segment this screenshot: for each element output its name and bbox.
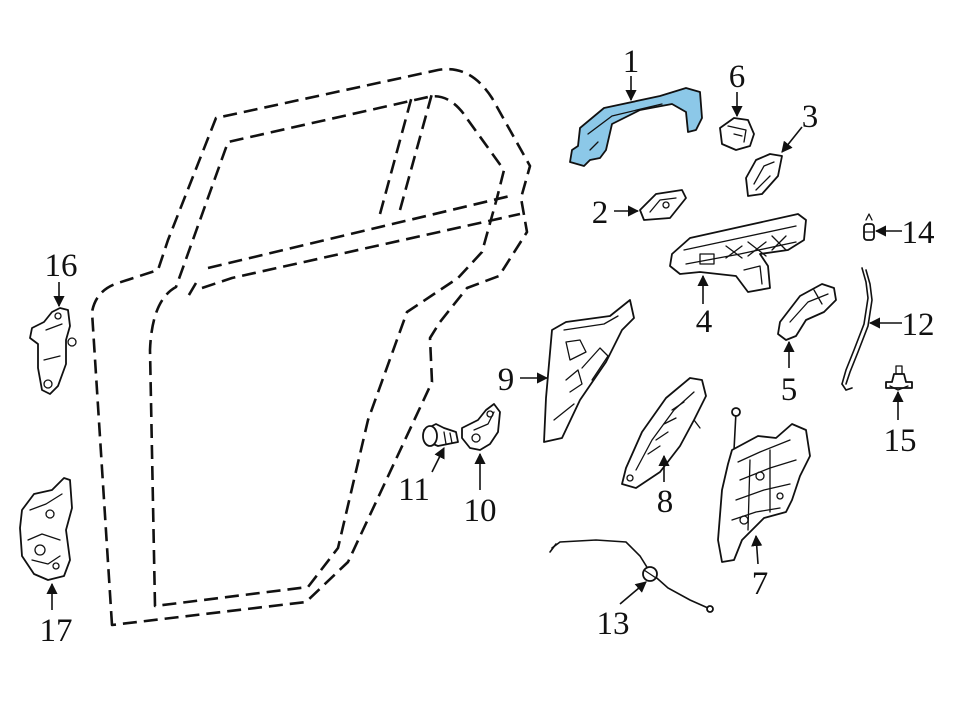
callout-3: 3	[802, 99, 819, 135]
callout-5: 5	[781, 372, 798, 408]
part-9-panel	[543, 299, 635, 443]
part-15-push-pin	[885, 365, 913, 391]
callout-6: 6	[729, 59, 746, 95]
part-5-bracket	[777, 283, 837, 341]
callout-4: 4	[696, 304, 713, 340]
door-outline	[90, 67, 532, 627]
handle-body	[569, 87, 703, 167]
part-10-hinge-bracket	[461, 403, 501, 451]
callout-17: 17	[40, 613, 73, 649]
part-7-lock-actuator	[717, 407, 811, 563]
part-16-upper-hinge	[29, 307, 77, 395]
callout-13: 13	[597, 606, 630, 642]
callout-14: 14	[902, 215, 935, 251]
callout-2: 2	[592, 195, 609, 231]
callout-16: 16	[45, 248, 78, 284]
part-8-inner-bracket	[621, 377, 707, 489]
callout-12: 12	[902, 307, 935, 343]
part-17-lower-hinge	[19, 477, 73, 581]
part-11-bolt	[422, 423, 459, 447]
callout-11: 11	[398, 472, 430, 508]
part-13-cable	[549, 539, 714, 613]
leader-13	[619, 581, 647, 605]
callout-labels: 1 2 3 4 5 6 7 8 9 10 11 12 13 14 15 16 1…	[40, 44, 935, 649]
part-1-outside-handle	[569, 87, 703, 167]
callout-15: 15	[884, 423, 917, 459]
part-12-rod	[841, 267, 873, 391]
part-6-lock-cylinder	[719, 117, 755, 151]
callout-9: 9	[498, 362, 515, 398]
leader-7	[751, 534, 763, 565]
callout-10: 10	[464, 493, 497, 529]
part-14-clip	[863, 213, 875, 241]
leader-lines	[46, 76, 904, 610]
part-2-gasket	[639, 189, 687, 221]
leader-11	[431, 446, 445, 473]
callout-8: 8	[657, 484, 674, 520]
leader-3	[781, 126, 803, 153]
part-3-cover	[745, 153, 783, 197]
callout-1: 1	[623, 44, 640, 80]
part-4-handle-carrier	[669, 213, 807, 293]
callout-7: 7	[752, 566, 769, 602]
